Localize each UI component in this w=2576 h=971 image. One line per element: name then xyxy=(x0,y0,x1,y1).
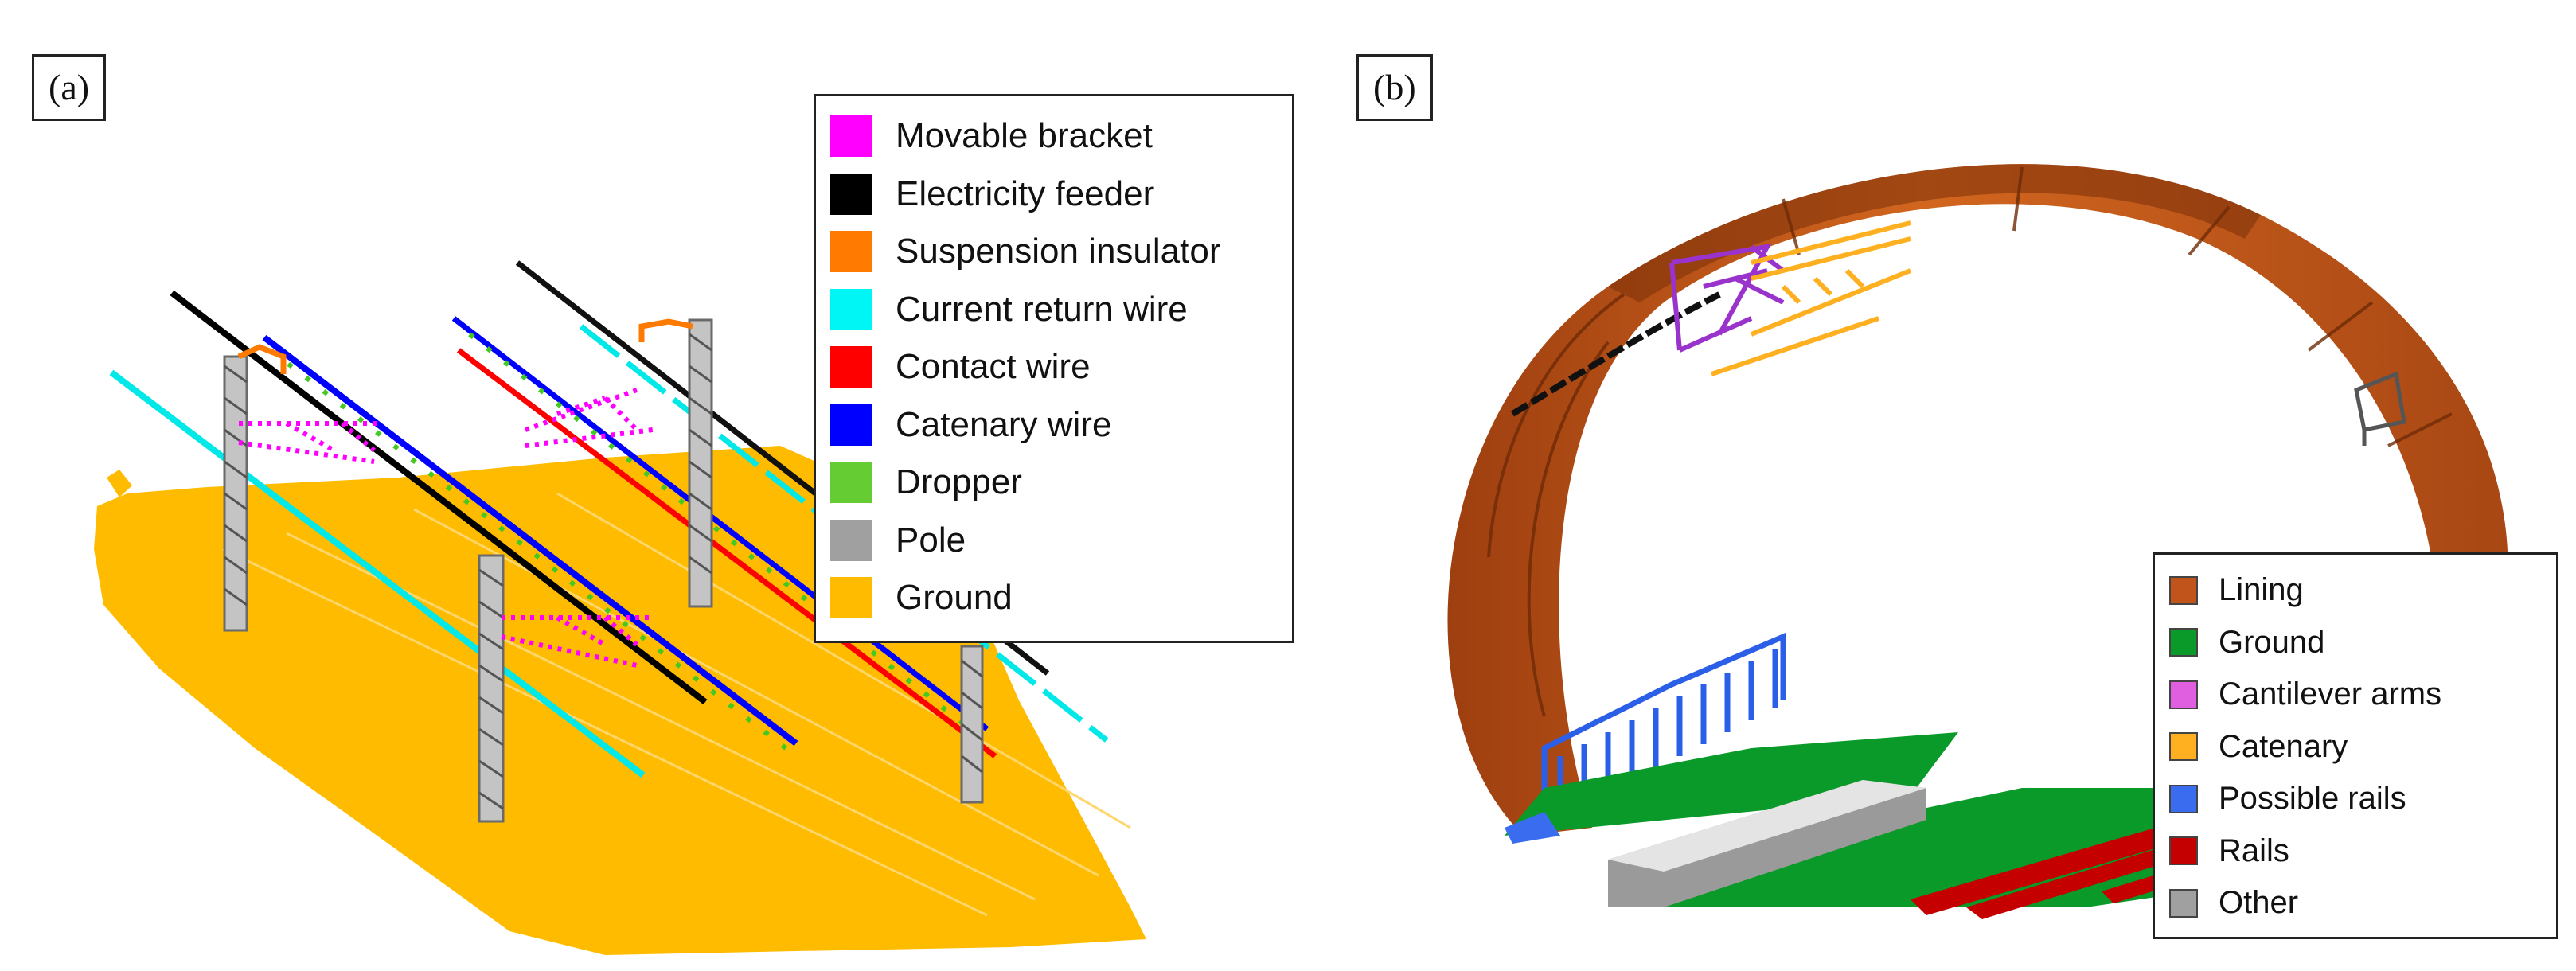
legend-label: Possible rails xyxy=(2219,781,2406,817)
current-return-wire-left xyxy=(109,369,646,778)
legend-b: Lining Ground Cantilever arms Catenary P… xyxy=(2153,552,2558,939)
legend-swatch xyxy=(830,115,872,158)
legend-item: Contact wire xyxy=(830,338,1292,396)
catenary-wires xyxy=(1711,220,1912,376)
tunnel-lining xyxy=(1447,164,2508,836)
possible-rails-railing xyxy=(1541,632,1786,812)
legend-swatch xyxy=(830,288,872,330)
pole-3 xyxy=(478,554,505,823)
pole-2 xyxy=(688,318,713,608)
legend-a: Movable bracket Electricity feeder Suspe… xyxy=(814,94,1294,643)
legend-label: Ground xyxy=(2219,624,2325,660)
legend-label: Pole xyxy=(896,520,966,560)
legend-item: Ground xyxy=(830,569,1292,627)
legend-label: Lining xyxy=(2219,572,2304,608)
legend-item: Other xyxy=(2169,877,2556,930)
catenary-wire-left xyxy=(262,334,798,747)
wall-bracket xyxy=(2354,371,2406,446)
panel-b: (b) Lining Ground Cantilever arms Catena… xyxy=(1306,0,2576,971)
legend-swatch xyxy=(830,404,872,446)
legend-label: Electricity feeder xyxy=(896,174,1155,213)
legend-swatch xyxy=(830,519,872,561)
poles xyxy=(223,318,984,823)
panel-a: (a) Movable bracket Electricity feeder S… xyxy=(32,54,1294,955)
legend-item: Suspension insulator xyxy=(830,223,1292,281)
legend-label: Contact wire xyxy=(896,347,1091,387)
legend-item: Pole xyxy=(830,512,1292,570)
legend-item: Catenary wire xyxy=(830,396,1292,454)
legend-swatch xyxy=(2169,784,2198,813)
panel-label-a: (a) xyxy=(32,54,107,121)
legend-label: Dropper xyxy=(896,462,1022,502)
suspension-insulators xyxy=(237,318,693,374)
legend-label: Catenary wire xyxy=(896,404,1112,444)
legend-item: Ground xyxy=(2169,617,2556,669)
lining-cable xyxy=(1510,291,1721,417)
legend-swatch xyxy=(2169,888,2198,918)
legend-label: Other xyxy=(2219,885,2299,921)
legend-swatch xyxy=(830,346,872,388)
pole-4 xyxy=(960,645,984,804)
ground-rail-streaks xyxy=(222,492,1131,917)
panel-label-b: (b) xyxy=(1356,54,1433,121)
track-ground xyxy=(1505,732,1958,836)
legend-swatch xyxy=(2169,680,2198,709)
legend-label: Cantilever arms xyxy=(2219,677,2442,712)
legend-item: Possible rails xyxy=(2169,773,2556,825)
legend-item: Catenary xyxy=(2169,721,2556,774)
contact-wire xyxy=(456,348,997,758)
pole-1 xyxy=(223,355,248,632)
legend-item: Rails xyxy=(2169,825,2556,878)
legend-label: Movable bracket xyxy=(896,116,1153,156)
legend-label: Ground xyxy=(896,578,1013,618)
legend-swatch xyxy=(830,462,872,504)
catenary-wire-right xyxy=(451,316,989,731)
legend-item: Dropper xyxy=(830,454,1292,512)
legend-swatch xyxy=(2169,575,2198,605)
electricity-feeder-left xyxy=(170,290,708,705)
legend-label: Suspension insulator xyxy=(896,232,1221,271)
legend-item: Cantilever arms xyxy=(2169,669,2556,721)
legend-item: Electricity feeder xyxy=(830,166,1292,224)
legend-label: Catenary xyxy=(2219,728,2348,764)
lining-seams xyxy=(1487,166,2453,717)
legend-label: Current return wire xyxy=(896,289,1188,329)
legend-swatch xyxy=(830,231,872,273)
legend-swatch xyxy=(2169,732,2198,762)
legend-item: Lining xyxy=(2169,564,2556,617)
legend-swatch xyxy=(2169,628,2198,657)
legend-swatch xyxy=(830,173,872,215)
legend-item: Current return wire xyxy=(830,281,1292,339)
legend-label: Rails xyxy=(2219,833,2289,868)
legend-item: Movable bracket xyxy=(830,107,1292,166)
movable-brackets xyxy=(238,388,654,668)
legend-swatch xyxy=(2169,836,2198,866)
legend-swatch xyxy=(830,577,872,619)
